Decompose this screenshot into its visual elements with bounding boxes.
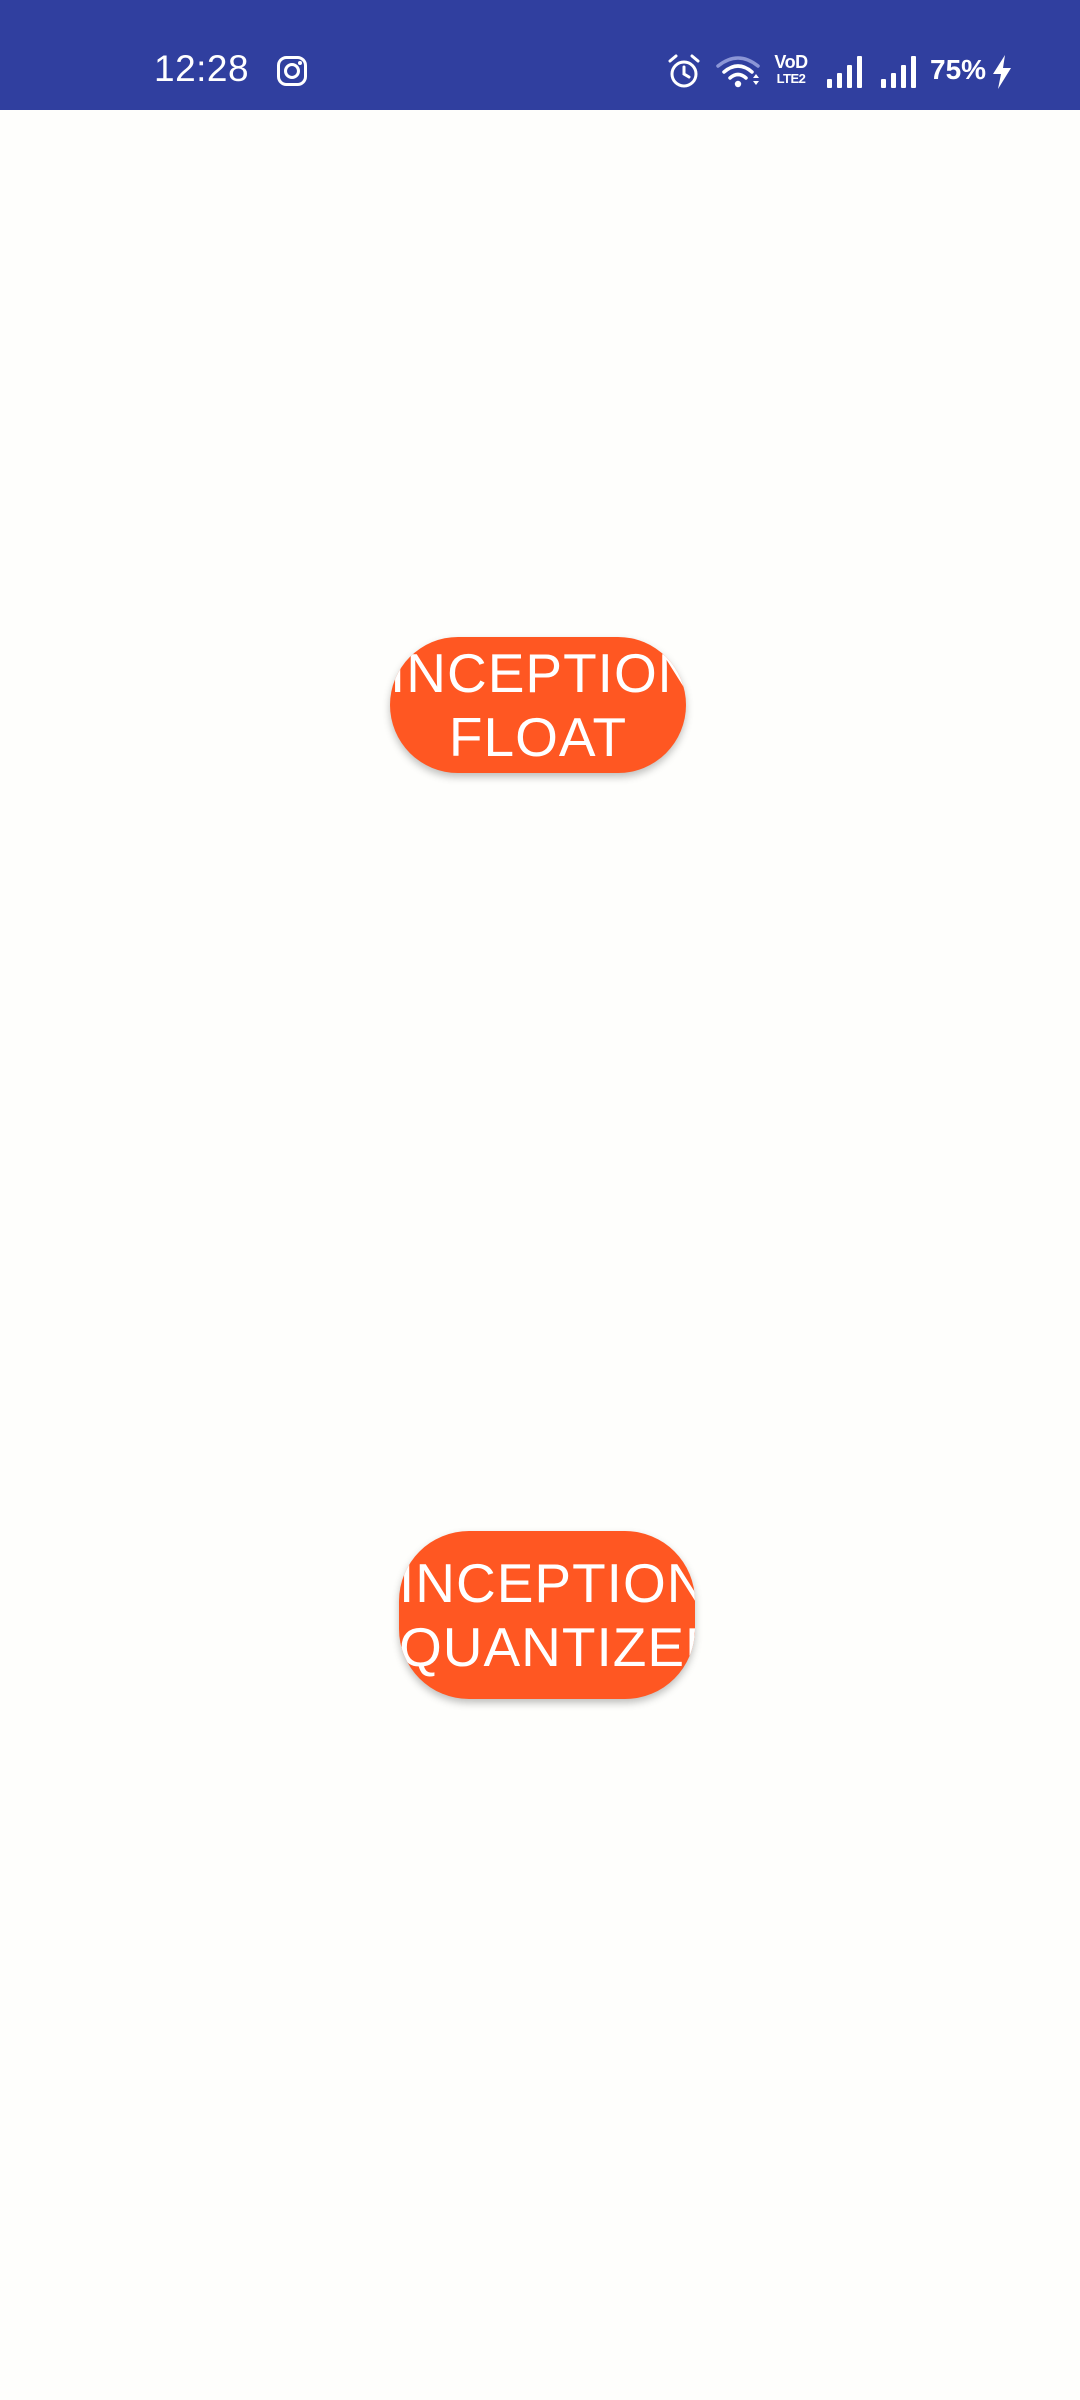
main-content: INCEPTION FLOAT INCEPTION QUANTIZED xyxy=(0,110,1080,2400)
status-time: 12:28 xyxy=(154,48,250,89)
volte-top-label: VoD xyxy=(774,52,808,72)
alarm-icon xyxy=(668,54,700,88)
wifi-icon xyxy=(716,56,760,88)
status-bar: 12:28 VoD LTE2 75% xyxy=(0,0,1080,110)
inception-quantized-button[interactable]: INCEPTION QUANTIZED xyxy=(399,1531,695,1699)
charging-bolt-icon xyxy=(993,55,1011,89)
instagram-icon xyxy=(277,56,307,86)
battery-percent: 75% xyxy=(930,54,987,85)
volte-icon: VoD LTE2 xyxy=(771,53,811,89)
inception-float-label: INCEPTION FLOAT xyxy=(390,642,686,768)
inception-quantized-label: INCEPTION QUANTIZED xyxy=(399,1552,695,1678)
inception-float-button[interactable]: INCEPTION FLOAT xyxy=(390,637,686,773)
volte-bottom-label: LTE2 xyxy=(776,71,806,86)
signal-icon-sim2 xyxy=(881,56,916,88)
signal-icon xyxy=(827,56,862,88)
